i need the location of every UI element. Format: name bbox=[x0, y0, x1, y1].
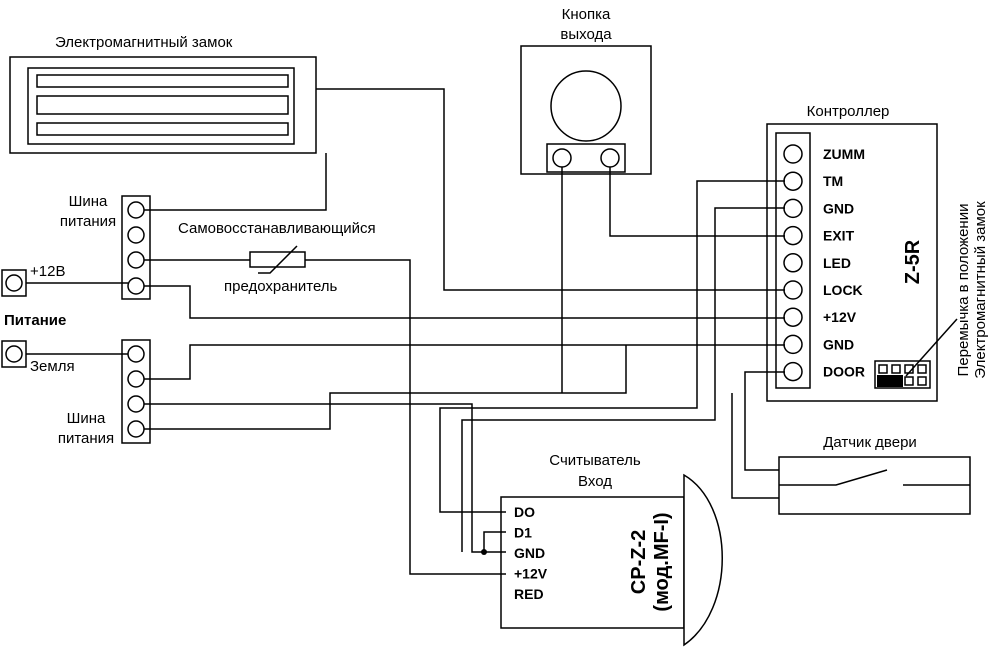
exit-button-title-2: выхода bbox=[560, 26, 612, 43]
reader-model-2: (мод.MF-I) bbox=[651, 512, 673, 611]
reader-pin-label: RED bbox=[514, 586, 544, 602]
controller-terminal-screw bbox=[783, 334, 803, 355]
controller-terminal-label: GND bbox=[823, 200, 854, 216]
jumper-pointer bbox=[905, 318, 958, 377]
power-bus-bottom-label-1: Шина bbox=[67, 410, 106, 427]
reader-pin-label: GND bbox=[514, 545, 545, 561]
power-bus-bottom bbox=[121, 339, 151, 444]
reader-title-2: Вход bbox=[578, 473, 612, 490]
jumper-note-2: Электромагнитный замок bbox=[972, 201, 989, 379]
controller-terminals: ZUMM TM GND EXIT LED LOCK +12V GND DOOR bbox=[783, 144, 865, 382]
controller-terminal-label: LOCK bbox=[823, 282, 863, 298]
wires bbox=[26, 88, 785, 575]
jumper-block bbox=[874, 360, 931, 389]
controller-terminal-screw bbox=[783, 361, 803, 382]
controller-terminal-screw bbox=[783, 171, 803, 191]
power-bus-bottom-label-2: питания bbox=[58, 430, 114, 447]
reader-pin-label: +12V bbox=[514, 566, 548, 582]
reader-pin-label: DO bbox=[514, 504, 535, 520]
door-sensor-title: Датчик двери bbox=[823, 434, 917, 451]
plus12-label: +12В bbox=[30, 263, 65, 280]
exit-button-title-1: Кнопка bbox=[562, 6, 611, 23]
power-label: Питание bbox=[4, 312, 66, 329]
power-bus-top-label-1: Шина bbox=[69, 193, 108, 210]
controller-terminal-label: LED bbox=[823, 255, 851, 271]
controller-terminal-screw bbox=[783, 307, 803, 327]
lock-title: Электромагнитный замок bbox=[55, 34, 233, 51]
exit-button bbox=[520, 45, 652, 175]
ground-label: Земля bbox=[30, 358, 75, 375]
ground-terminal bbox=[1, 340, 27, 368]
controller-terminal-screw bbox=[783, 198, 803, 219]
plus12-terminal bbox=[1, 269, 27, 297]
controller-terminal-screw bbox=[783, 225, 803, 246]
reader-model-1: CP-Z-2 bbox=[628, 530, 650, 594]
controller-terminal-label: ZUMM bbox=[823, 146, 865, 162]
reader-pin-label: D1 bbox=[514, 525, 532, 541]
controller-model: Z-5R bbox=[902, 239, 924, 284]
electromagnetic-lock bbox=[9, 56, 317, 154]
controller-terminal-label: EXIT bbox=[823, 228, 855, 244]
fuse-label-1: Самовосстанавливающийся bbox=[178, 220, 376, 237]
controller-terminal-screw bbox=[783, 144, 803, 164]
controller-terminal-label: +12V bbox=[823, 309, 857, 325]
controller-terminal-label: GND bbox=[823, 336, 854, 352]
reader bbox=[500, 473, 723, 647]
power-bus-top-label-2: питания bbox=[60, 213, 116, 230]
controller-title: Контроллер bbox=[807, 103, 890, 120]
fuse bbox=[249, 245, 306, 274]
controller-terminal-screw bbox=[783, 253, 803, 273]
fuse-label-2: предохранитель bbox=[224, 278, 338, 295]
controller-terminal-screw bbox=[783, 280, 803, 300]
reader-title-1: Считыватель bbox=[549, 452, 641, 469]
controller-terminal-label: DOOR bbox=[823, 364, 865, 380]
door-sensor bbox=[778, 456, 971, 515]
power-bus-top bbox=[121, 195, 151, 300]
jumper-note-1: Перемычка в положении bbox=[955, 204, 972, 377]
controller-terminal-label: TM bbox=[823, 173, 843, 189]
